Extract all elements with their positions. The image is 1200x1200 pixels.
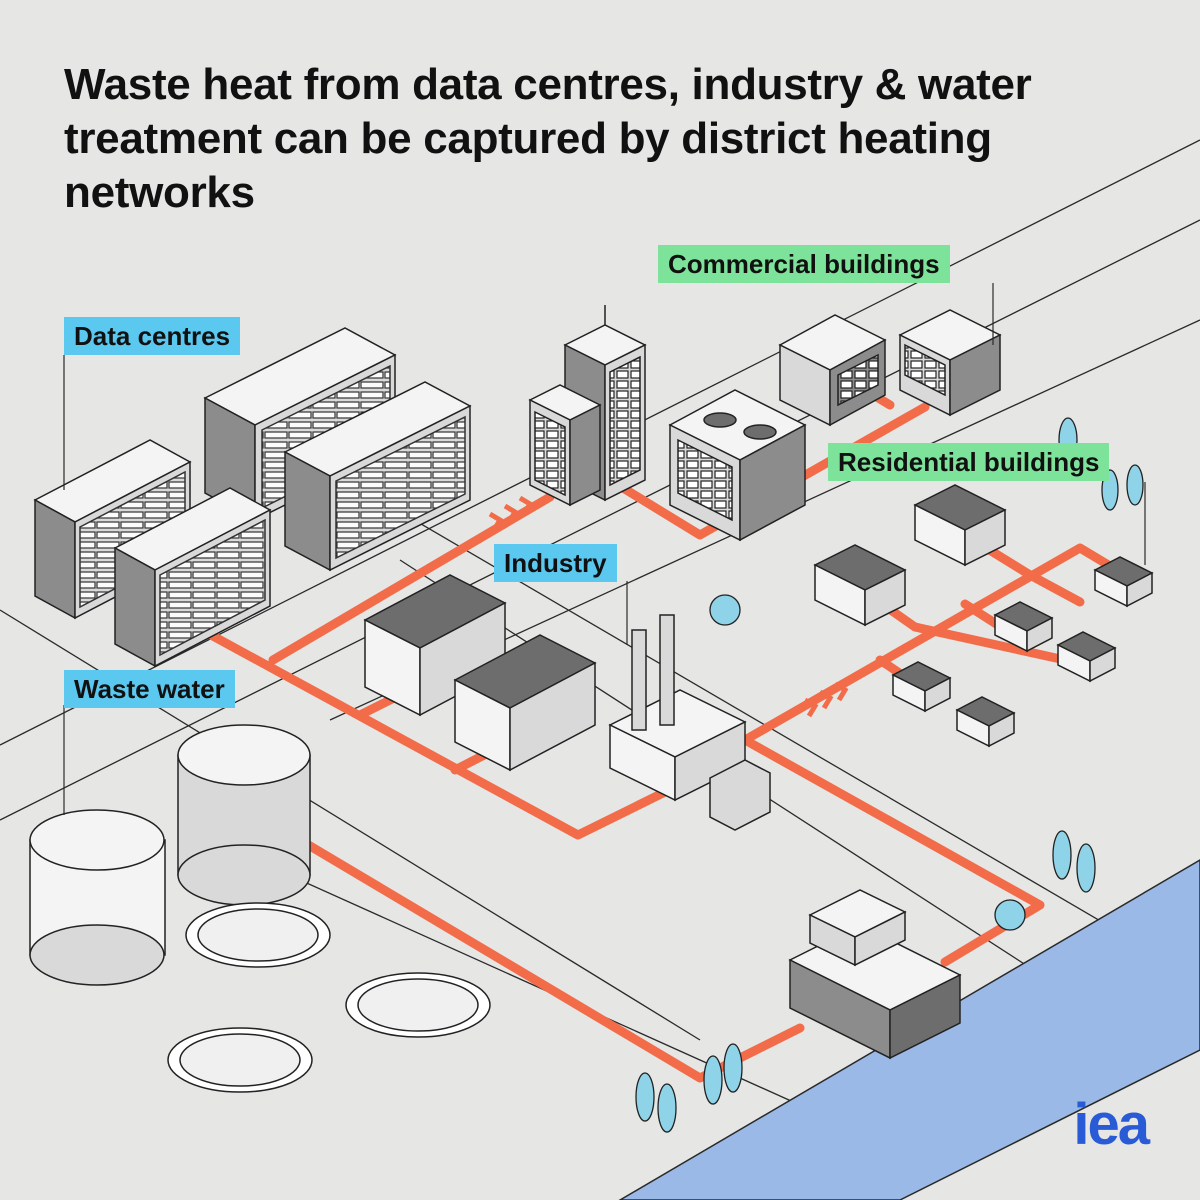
iea-logo: iea xyxy=(1073,1092,1150,1157)
heat-pump-plant xyxy=(788,889,962,1060)
rack-group-4 xyxy=(113,487,272,668)
flow-arrows xyxy=(488,495,849,718)
label-data-centres: Data centres xyxy=(64,317,241,355)
data-centre-racks xyxy=(33,327,472,668)
commercial-block xyxy=(668,309,1002,542)
page-title: Waste heat from data centres, industry &… xyxy=(64,60,1032,217)
residential-houses xyxy=(813,484,1154,748)
label-commercial-buildings: Commercial buildings xyxy=(658,245,950,283)
label-residential-buildings: Residential buildings xyxy=(828,443,1110,481)
callout-lines xyxy=(63,283,1146,815)
waste-water-plant xyxy=(29,724,491,1093)
factories xyxy=(363,574,771,831)
rack-group-2 xyxy=(283,381,472,572)
label-waste-water: Waste water xyxy=(64,670,235,708)
label-industry: Industry xyxy=(494,544,617,582)
office-towers xyxy=(528,305,647,507)
